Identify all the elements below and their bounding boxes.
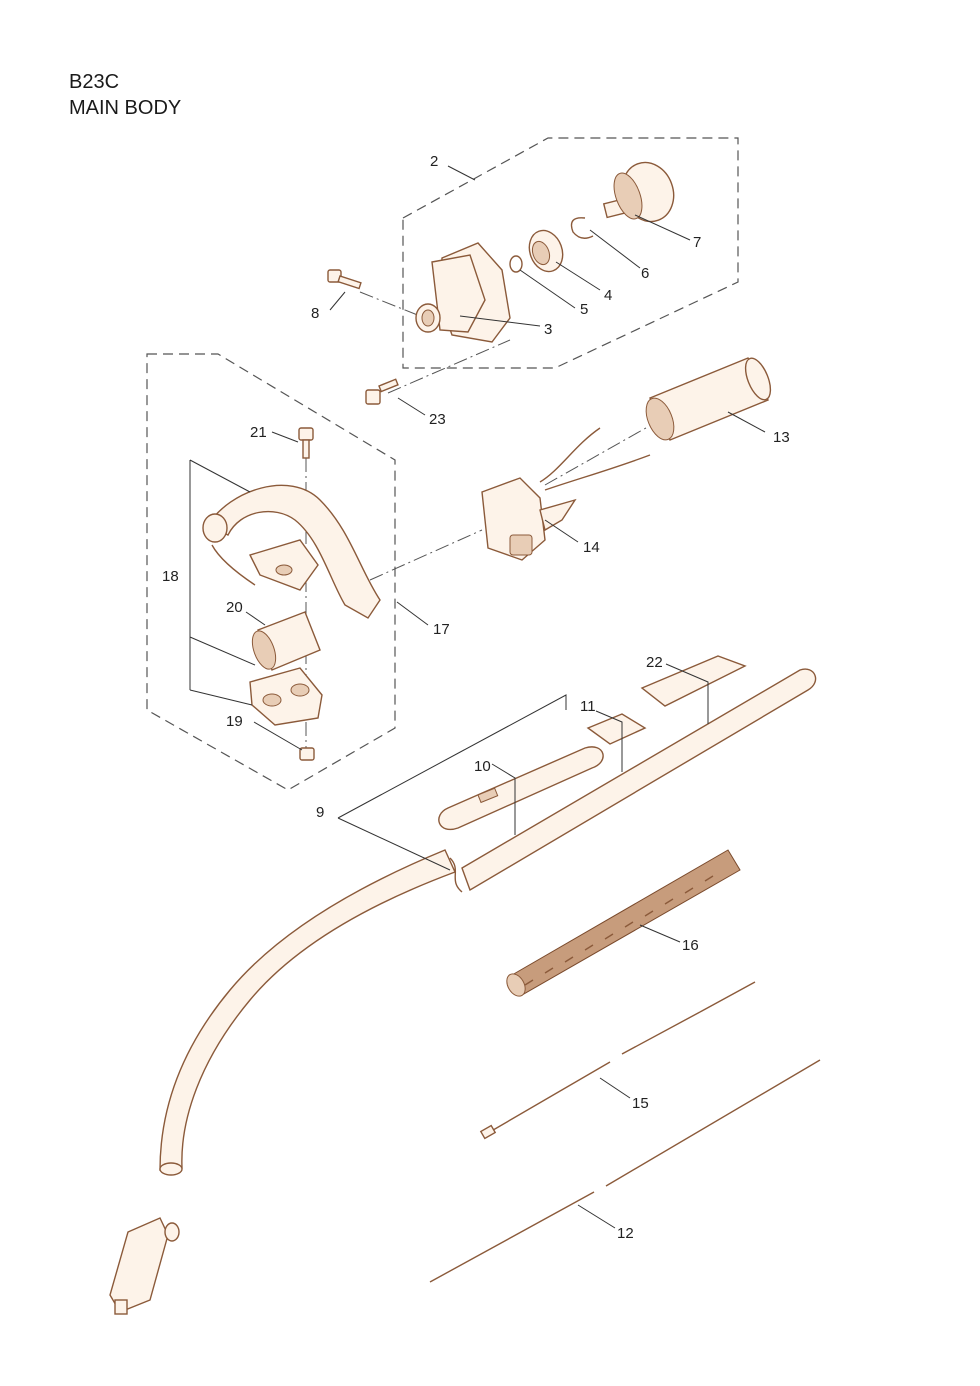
screw-21-part (298, 427, 314, 459)
callout-6: 6 (641, 265, 649, 282)
clutch-drum-part (602, 161, 675, 223)
sleeve-part (251, 611, 321, 671)
grip-part (645, 357, 772, 441)
callout-18: 18 (162, 568, 179, 585)
callout-20: 20 (226, 599, 243, 616)
gear-case-group-outline (402, 137, 739, 369)
snap-ring-part (570, 217, 594, 239)
callout-13: 13 (773, 429, 790, 446)
model-code: B23C (69, 71, 120, 93)
callout-9: 9 (316, 804, 324, 821)
callout-17: 17 (433, 621, 450, 638)
ring-part (509, 255, 523, 273)
callout-11: 11 (580, 698, 596, 715)
bolt-8-part (327, 269, 362, 290)
callout-14: 14 (583, 539, 600, 556)
callout-23: 23 (429, 411, 446, 428)
callout-4: 4 (604, 287, 612, 304)
bearing-part (528, 229, 564, 273)
clamp-part (249, 667, 323, 726)
callout-5: 5 (580, 301, 588, 318)
callout-3: 3 (544, 321, 552, 338)
attachment-part (109, 1217, 180, 1315)
callout-8: 8 (311, 305, 319, 322)
flex-shaft-part (479, 981, 756, 1140)
callout-19: 19 (226, 713, 243, 730)
callout-7: 7 (693, 234, 701, 251)
label-11-part (586, 713, 647, 745)
callout-15: 15 (632, 1095, 649, 1112)
section-title: MAIN BODY (69, 97, 182, 119)
drive-shaft-part (429, 1059, 821, 1283)
nut-part (299, 747, 315, 761)
label-10-part (438, 746, 604, 831)
spring-liner-part (506, 849, 741, 997)
label-22-part (640, 655, 747, 707)
gear-case-part (415, 242, 511, 343)
callout-10: 10 (474, 758, 491, 775)
handle-group-outline (146, 353, 396, 791)
main-pipe-part (159, 668, 817, 1176)
throttle-part (481, 427, 651, 561)
callout-12: 12 (617, 1225, 634, 1242)
callout-22: 22 (646, 654, 663, 671)
callout-2: 2 (430, 153, 438, 170)
bolt-23-part (365, 378, 399, 405)
handle-part (202, 484, 381, 619)
callout-16: 16 (682, 937, 699, 954)
callout-21: 21 (250, 424, 267, 441)
